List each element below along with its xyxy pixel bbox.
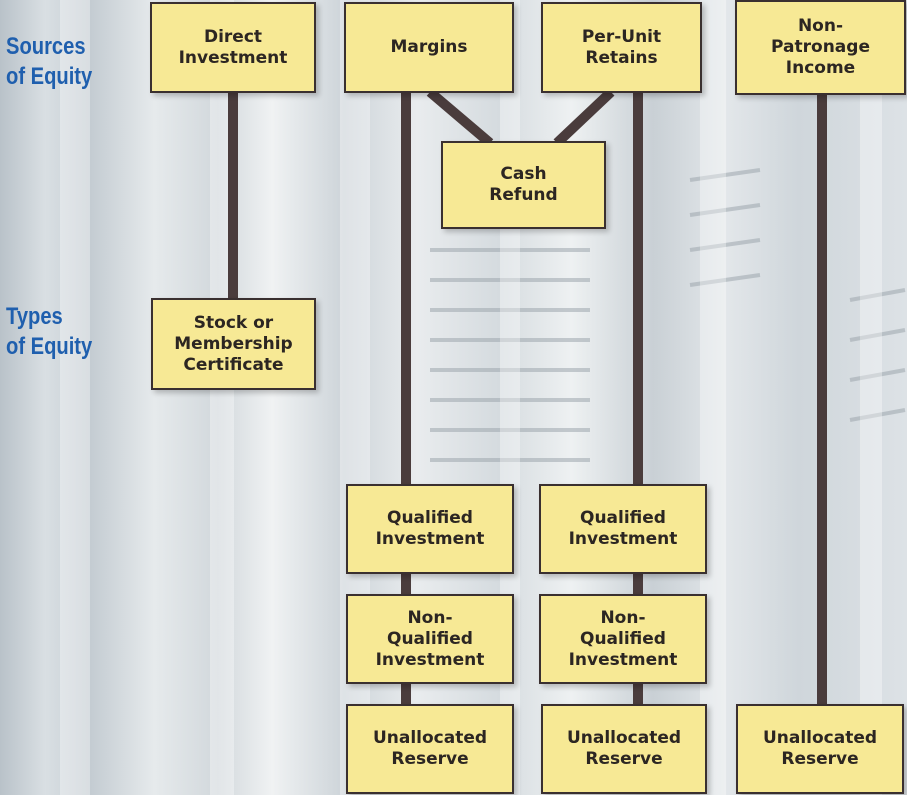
- unallocated-reserve-box-3: Unallocated Reserve: [736, 704, 904, 794]
- direct-investment-box: Direct Investment: [150, 2, 316, 93]
- margins-box: Margins: [344, 2, 514, 93]
- per-unit-retains-box: Per-Unit Retains: [541, 2, 702, 93]
- qualified-investment-box-1: Qualified Investment: [346, 484, 514, 574]
- non-patronage-income-box: Non- Patronage Income: [735, 0, 906, 95]
- cash-refund-box: Cash Refund: [441, 141, 606, 229]
- non-qualified-investment-box-2: Non- Qualified Investment: [539, 594, 707, 684]
- sources-of-equity-label: Sources of Equity: [6, 33, 93, 90]
- non-qualified-investment-box-1: Non- Qualified Investment: [346, 594, 514, 684]
- stock-certificate-box: Stock or Membership Certificate: [151, 298, 316, 390]
- types-of-equity-label: Types of Equity: [6, 303, 93, 360]
- unallocated-reserve-box-2: Unallocated Reserve: [541, 704, 707, 794]
- qualified-investment-box-2: Qualified Investment: [539, 484, 707, 574]
- connector-retains-to-refund: [553, 88, 615, 147]
- background-staircase: [430, 168, 906, 462]
- unallocated-reserve-box-1: Unallocated Reserve: [346, 704, 514, 794]
- connector-margins-to-refund: [426, 88, 494, 147]
